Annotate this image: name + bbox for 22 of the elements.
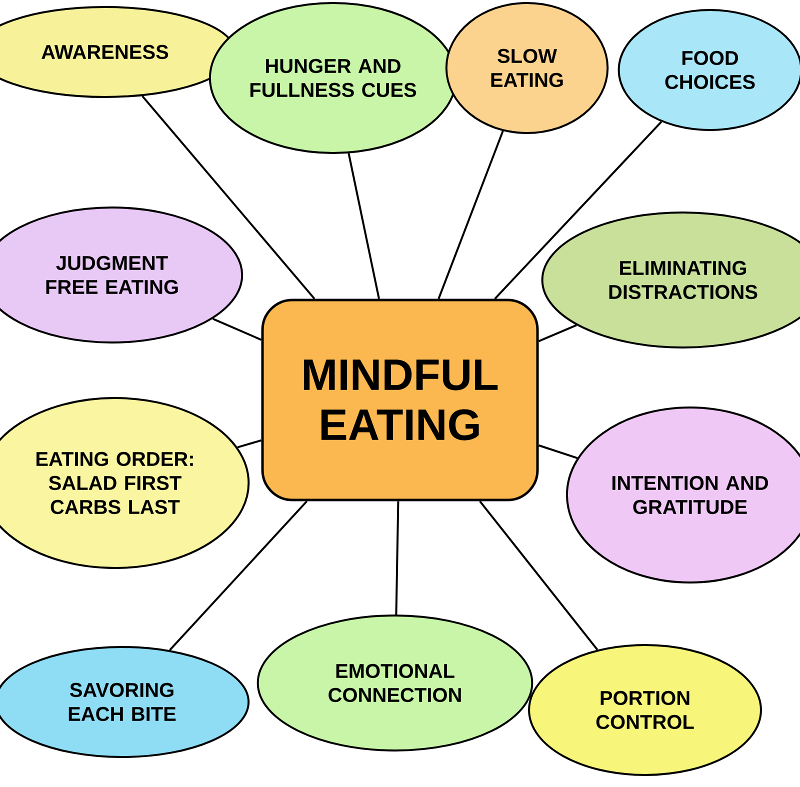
connector-line — [169, 500, 308, 651]
connector-line — [438, 130, 504, 300]
connector-line — [212, 318, 262, 341]
connector-line — [237, 439, 262, 448]
central-topic-box: MINDFUL EATING — [261, 298, 539, 502]
topic-bubble: SAVORING EACH BITE — [0, 646, 250, 758]
topic-bubble: HUNGER AND FULLNESS CUES — [208, 2, 458, 154]
connector-line — [538, 324, 577, 342]
topic-bubble: JUDGMENT FREE EATING — [0, 206, 244, 344]
connector-line — [395, 501, 400, 615]
topic-bubble: FOOD CHOICES — [618, 9, 800, 131]
topic-bubble: PORTION CONTROL — [528, 644, 762, 776]
connector-line — [494, 121, 662, 300]
connector-line — [348, 153, 380, 299]
topic-bubble: INTENTION AND GRATITUDE — [566, 406, 800, 584]
topic-bubble: EMOTIONAL CONNECTION — [256, 614, 534, 752]
topic-bubble: SLOW EATING — [445, 2, 609, 134]
topic-bubble: EATING ORDER: SALAD FIRST CARBS LAST — [0, 397, 250, 569]
connector-line — [479, 500, 598, 650]
connector-line — [538, 444, 578, 460]
topic-bubble: ELIMINATING DISTRACTIONS — [541, 212, 800, 348]
connector-line — [142, 95, 316, 300]
